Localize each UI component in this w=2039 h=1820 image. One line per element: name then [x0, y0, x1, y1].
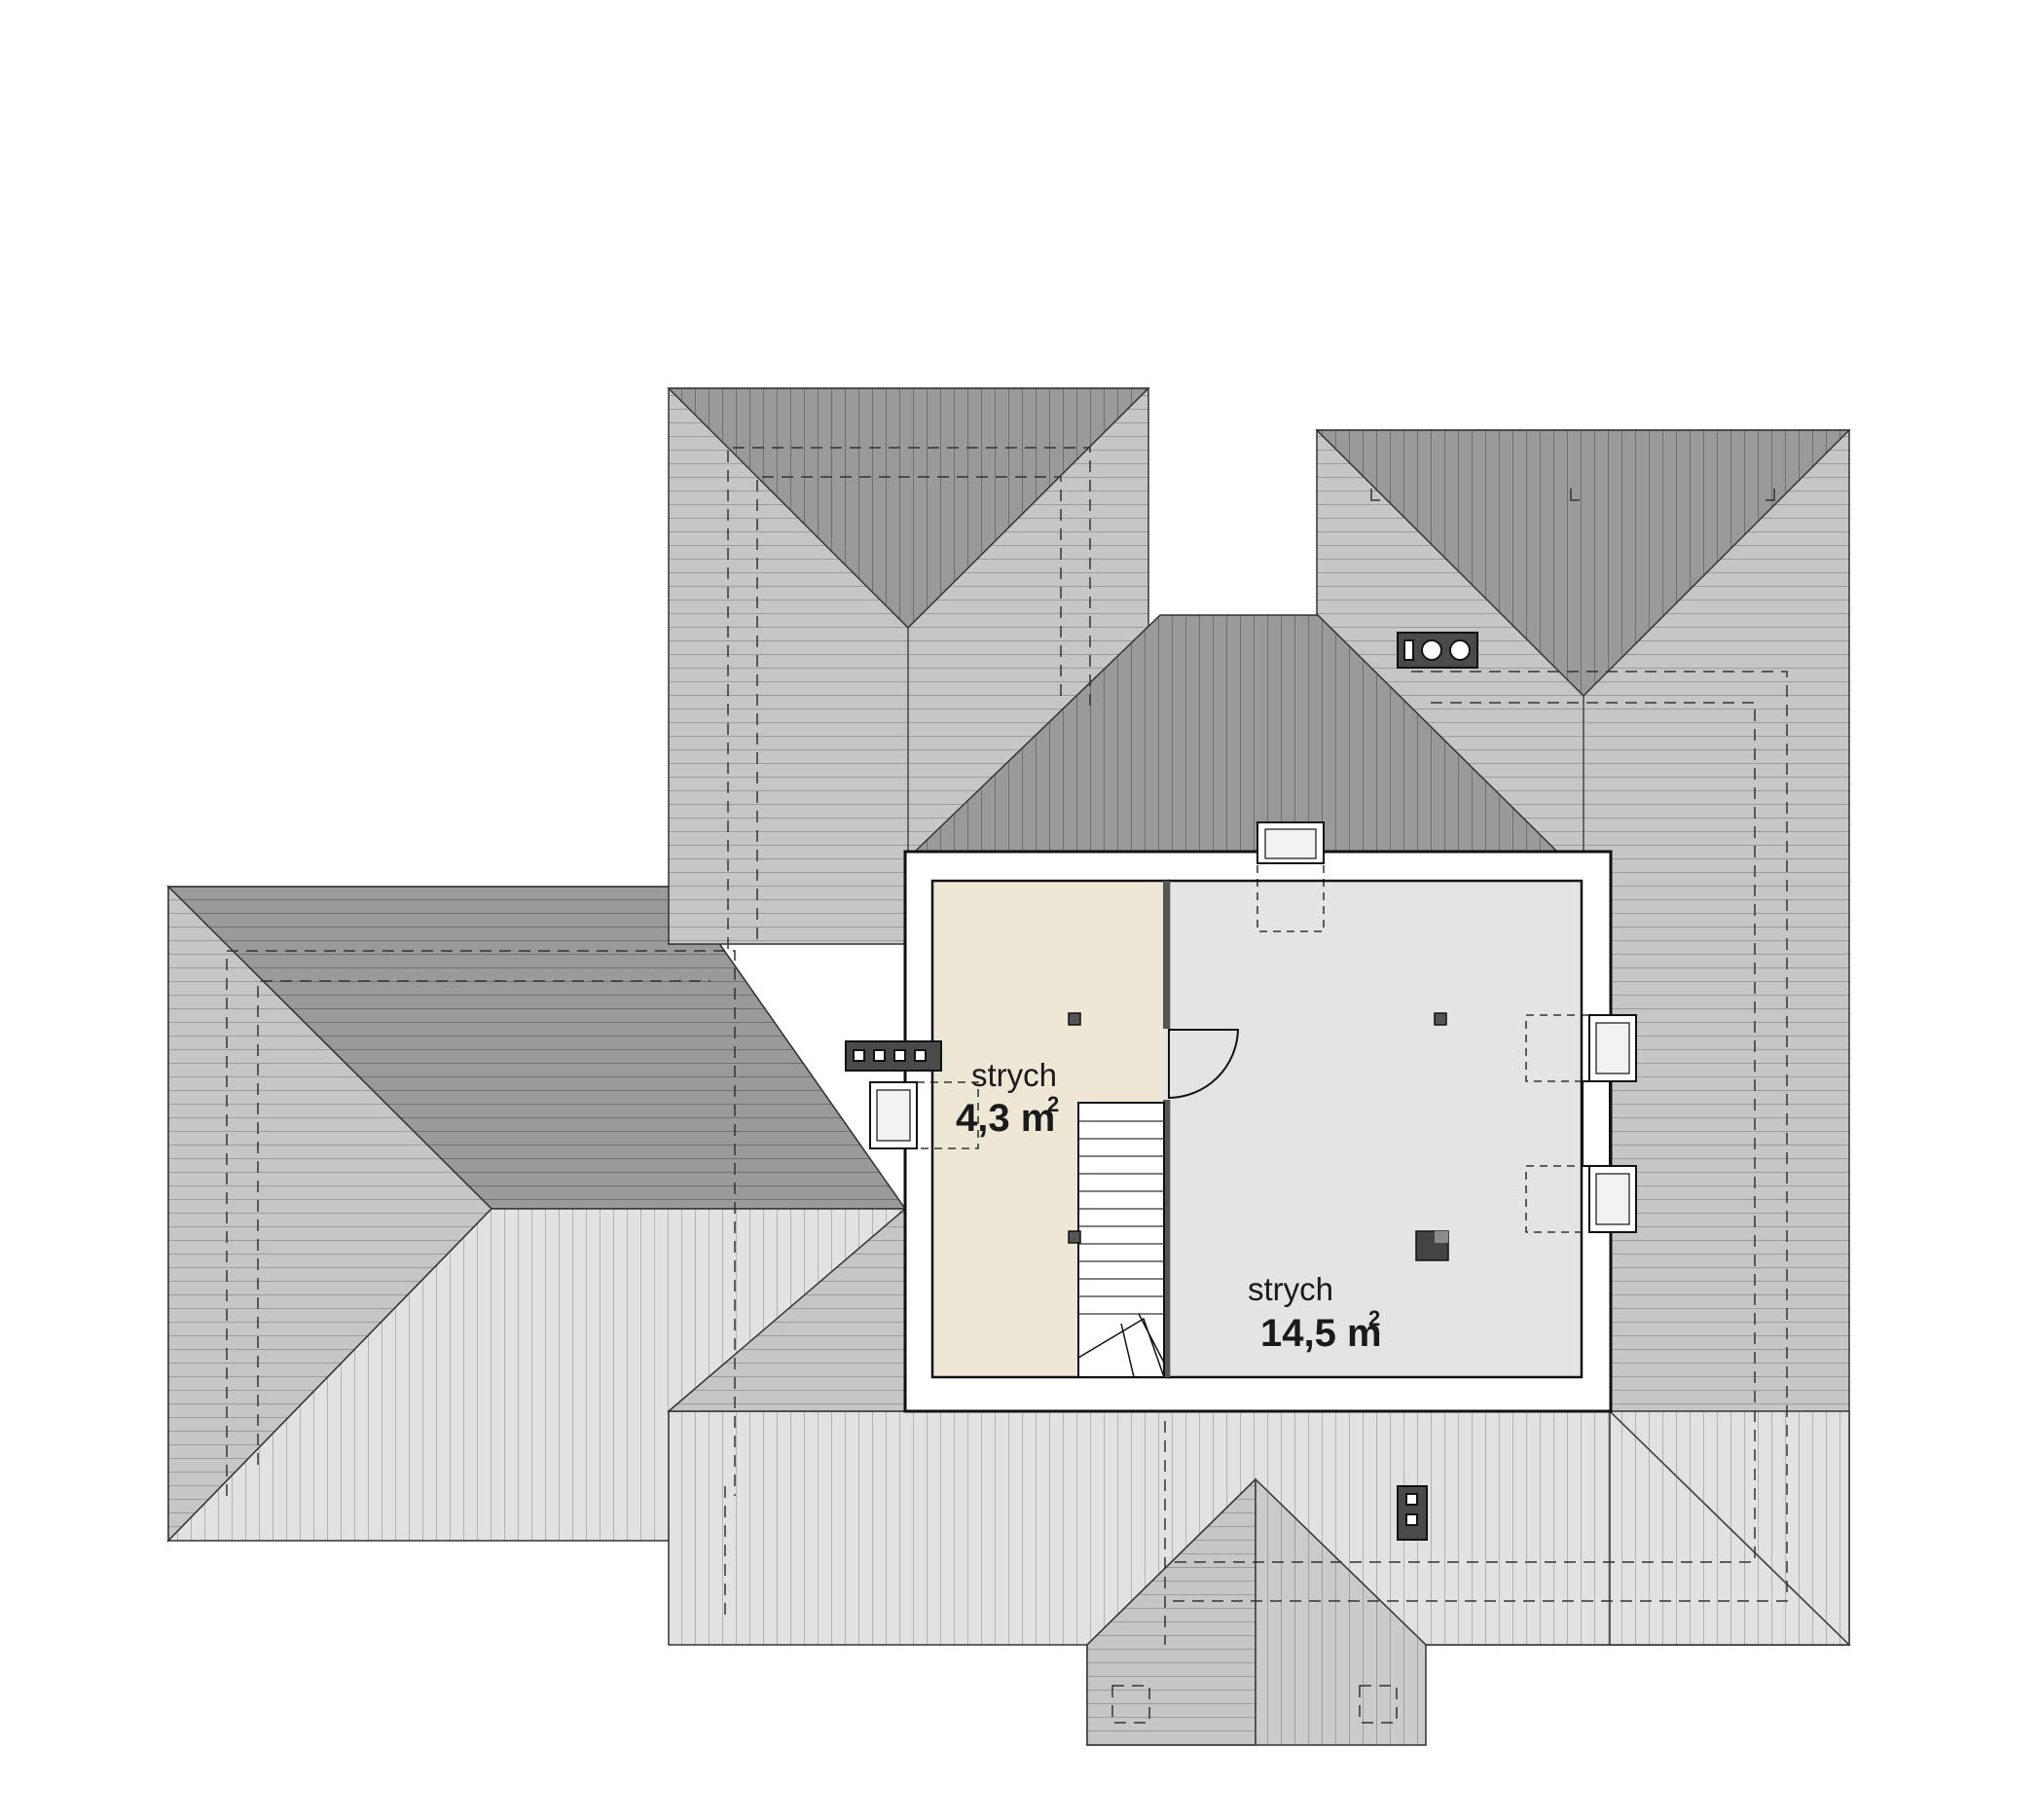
room-area: 14,5 m	[1260, 1312, 1382, 1355]
room-label-small: strych 4,3 m 2	[956, 1057, 1059, 1140]
roof-windows	[869, 821, 1637, 1233]
room-area: 4,3 m	[956, 1097, 1055, 1140]
roof-markers	[1370, 489, 1775, 501]
room-floor-right	[1167, 879, 1584, 1379]
room-area-unit-sup: 2	[1368, 1306, 1380, 1330]
vent-shaft	[1415, 1230, 1449, 1261]
door[interactable]	[1163, 1029, 1240, 1100]
posts	[1068, 1012, 1447, 1244]
wall-openings	[1582, 1080, 1611, 1167]
room-area-unit-sup: 2	[1047, 1092, 1059, 1116]
roof-front-gable	[1086, 1477, 1427, 1746]
partition-wall	[1163, 881, 1170, 1377]
staircase	[1077, 1102, 1165, 1378]
hidden-wall-lines	[226, 447, 1788, 1724]
room-name: strych	[971, 1057, 1057, 1093]
room-name: strych	[1248, 1271, 1333, 1307]
room-label-large: strych 14,5 m 2	[1248, 1271, 1382, 1355]
chimneys	[845, 632, 1478, 1541]
